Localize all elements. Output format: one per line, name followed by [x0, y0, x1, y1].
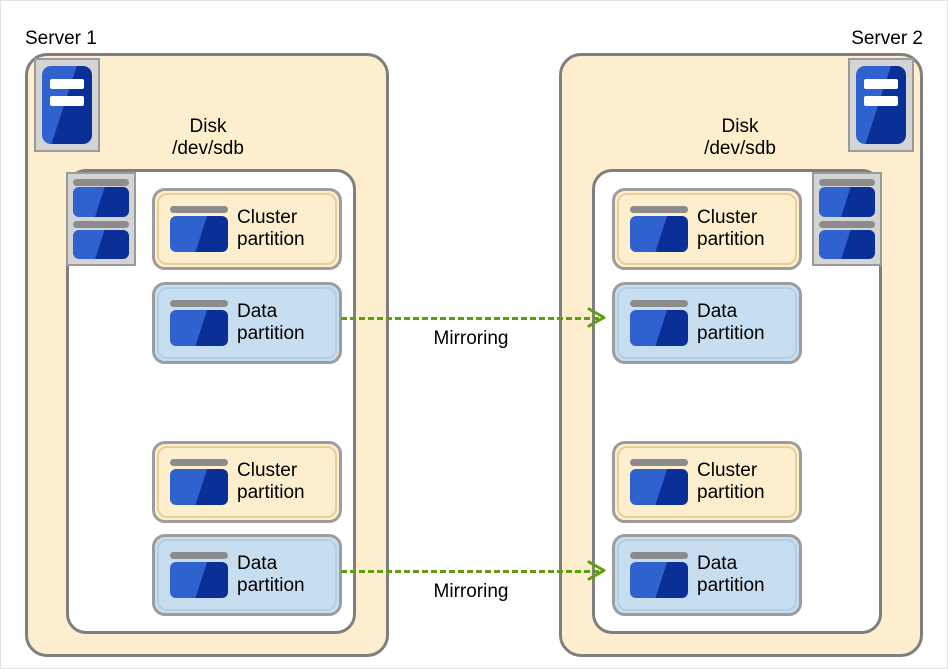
disk-unit-1 — [73, 179, 129, 217]
partition-label-line-2: partition — [237, 323, 305, 344]
server-2-title: Server 2 — [851, 28, 923, 49]
disk-unit-1-top — [819, 179, 875, 186]
partition-label-line-1: Cluster — [237, 206, 298, 228]
partition-box-cluster[interactable]: Cluster partition — [152, 441, 342, 523]
partition-label-line-1: Data — [697, 552, 738, 574]
server-tower-icon — [848, 58, 914, 152]
disk-unit-1 — [819, 179, 875, 217]
partition-label-line-1: Cluster — [697, 459, 758, 481]
partition-disk-icon — [170, 206, 228, 252]
disk-caption-line-1: Disk — [189, 116, 227, 137]
server-tower-body — [42, 66, 92, 144]
partition-icon-body — [630, 215, 688, 252]
server-tower-slot-2 — [864, 95, 898, 106]
disk-stack-icon — [812, 172, 882, 266]
partition-label: Cluster partition — [697, 207, 765, 251]
partition-icon-top — [170, 459, 228, 467]
partition-box-cluster[interactable]: Cluster partition — [612, 188, 802, 270]
partition-icon-top — [630, 300, 688, 308]
partition-disk-icon — [630, 459, 688, 505]
server-1-title: Server 1 — [25, 28, 97, 49]
partition-label: Data partition — [237, 553, 305, 597]
partition-icon-body — [170, 561, 228, 598]
mirroring-label-1: Mirroring — [433, 328, 509, 349]
disk-unit-2 — [819, 221, 875, 259]
partition-label: Data partition — [237, 301, 305, 345]
partition-box-data[interactable]: Data partition — [612, 282, 802, 364]
disk-unit-2-body — [819, 229, 875, 259]
partition-box-cluster[interactable]: Cluster partition — [152, 188, 342, 270]
server-tower-slot-2 — [50, 95, 84, 106]
partition-label-line-1: Data — [237, 552, 278, 574]
partition-icon-body — [170, 309, 228, 346]
server-tower-slot-1 — [864, 79, 898, 90]
partition-label-line-2: partition — [697, 482, 765, 503]
partition-box-data[interactable]: Data partition — [152, 282, 342, 364]
partition-box-cluster[interactable]: Cluster partition — [612, 441, 802, 523]
partition-label-line-1: Data — [237, 300, 278, 322]
disk-unit-2-top — [73, 221, 129, 229]
partition-label: Cluster partition — [237, 460, 305, 504]
server-1-card: Disk /dev/sdb Cluster — [25, 53, 389, 657]
disk-unit-2 — [73, 221, 129, 259]
disk-caption-line-2: /dev/sdb — [704, 137, 776, 159]
server-tower-slot-1 — [50, 79, 84, 90]
partition-label-line-2: partition — [697, 229, 765, 250]
partition-disk-icon — [170, 300, 228, 346]
server-1-disk-caption: Disk /dev/sdb — [128, 116, 288, 160]
partition-label-line-2: partition — [237, 575, 305, 596]
partition-label: Cluster partition — [697, 460, 765, 504]
partition-icon-top — [630, 206, 688, 214]
partition-label: Data partition — [697, 553, 765, 597]
partition-label-line-2: partition — [697, 575, 765, 596]
partition-label: Cluster partition — [237, 207, 305, 251]
server-tower-icon — [34, 58, 100, 152]
mirroring-label-2: Mirroring — [433, 581, 509, 602]
partition-icon-top — [630, 552, 688, 560]
mirroring-line-1 — [341, 317, 599, 320]
partition-label: Data partition — [697, 301, 765, 345]
partition-icon-body — [630, 468, 688, 505]
disk-caption-line-1: Disk — [721, 116, 759, 137]
disk-unit-2-top — [819, 221, 875, 229]
disk-unit-1-top — [73, 179, 129, 186]
partition-disk-icon — [170, 459, 228, 505]
partition-disk-icon — [170, 552, 228, 598]
partition-disk-icon — [630, 552, 688, 598]
partition-label-line-2: partition — [237, 482, 305, 503]
partition-label-line-2: partition — [237, 229, 305, 250]
partition-icon-body — [630, 561, 688, 598]
disk-stack-icon — [66, 172, 136, 266]
partition-disk-icon — [630, 300, 688, 346]
disk-unit-2-body — [73, 229, 129, 259]
server-2-card: Disk /dev/sdb Cluster — [559, 53, 923, 657]
server-2-disk-caption: Disk /dev/sdb — [660, 116, 820, 160]
disk-unit-1-body — [819, 187, 875, 217]
partition-label-line-1: Cluster — [697, 206, 758, 228]
partition-disk-icon — [630, 206, 688, 252]
partition-icon-top — [170, 552, 228, 560]
partition-box-data[interactable]: Data partition — [152, 534, 342, 616]
disk-caption-line-2: /dev/sdb — [172, 137, 244, 159]
disk-unit-1-body — [73, 187, 129, 217]
partition-box-data[interactable]: Data partition — [612, 534, 802, 616]
partition-icon-body — [170, 215, 228, 252]
partition-icon-top — [170, 206, 228, 214]
partition-icon-body — [170, 468, 228, 505]
partition-icon-body — [630, 309, 688, 346]
partition-label-line-1: Cluster — [237, 459, 298, 481]
partition-icon-top — [170, 300, 228, 308]
server-tower-body — [856, 66, 906, 144]
mirroring-line-2 — [341, 570, 599, 573]
partition-label-line-1: Data — [697, 300, 738, 322]
partition-label-line-2: partition — [697, 323, 765, 344]
partition-icon-top — [630, 459, 688, 467]
